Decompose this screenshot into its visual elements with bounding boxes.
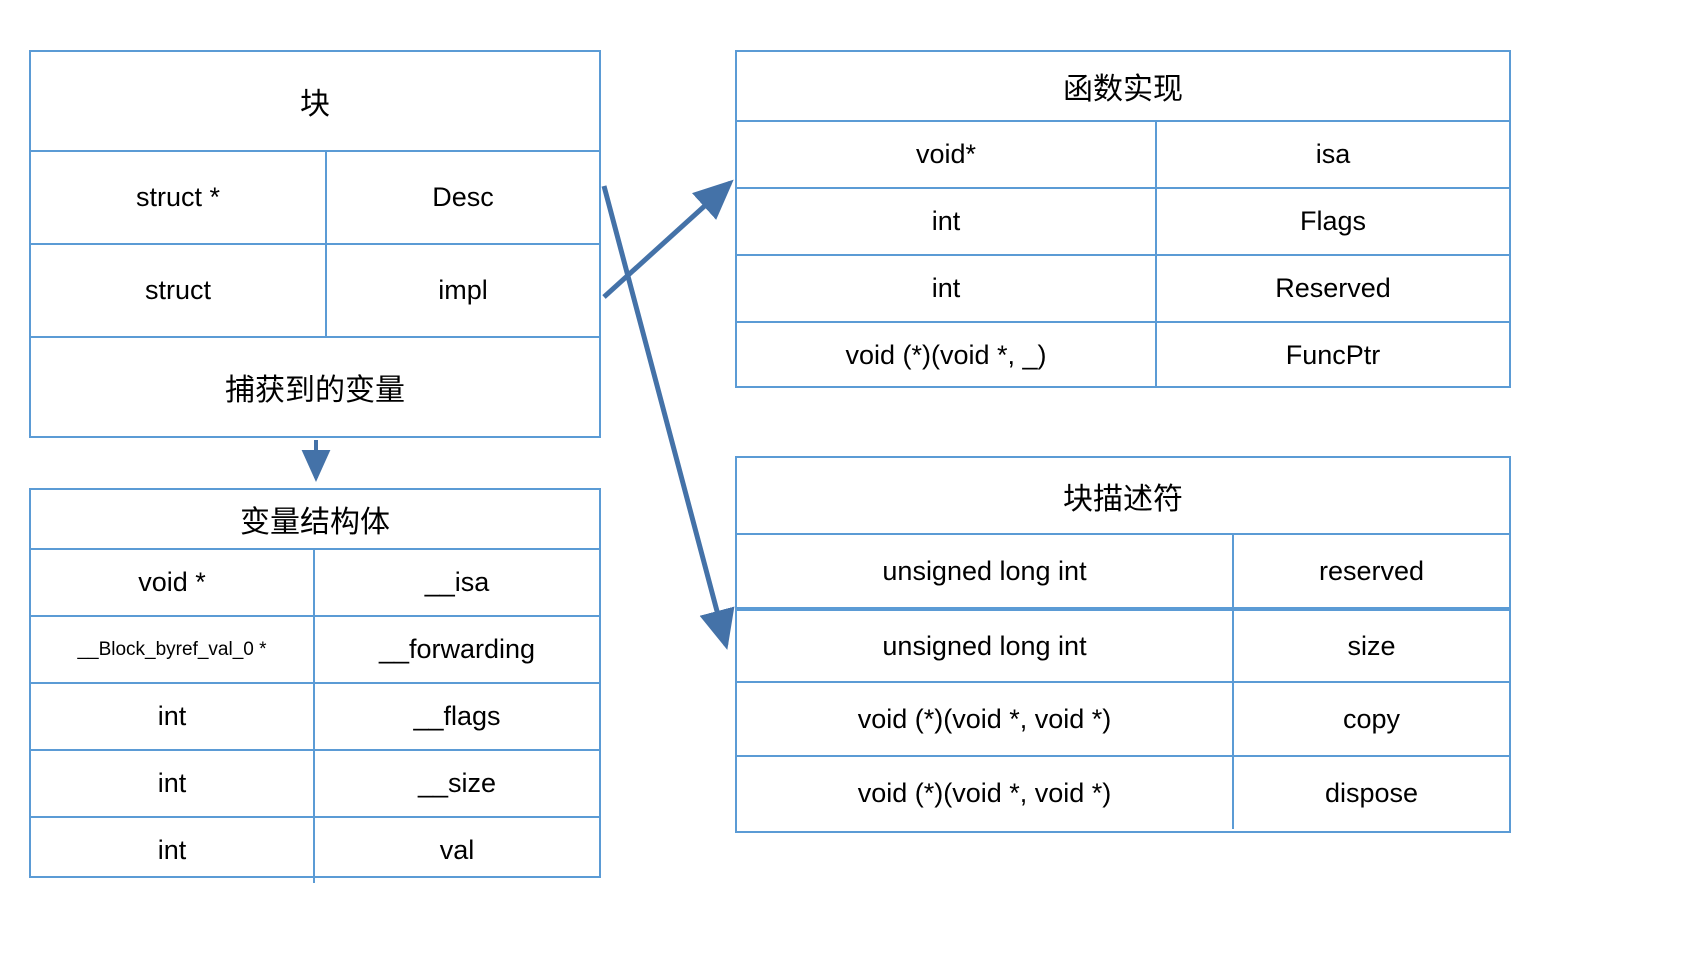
- block-table-title: 块: [300, 88, 330, 121]
- variable-struct-table: 变量结构体 void * __isa __Block_byref_val_0 *…: [29, 488, 601, 883]
- block-captured-variables-label: 捕获到的变量: [225, 374, 405, 407]
- table-row: int __size: [31, 749, 599, 816]
- funcimpl-row-2-type: int: [737, 256, 1157, 321]
- funcimpl-row-3-type: void (*)(void *, _): [737, 323, 1157, 388]
- funcimpl-row-0-type: void*: [737, 122, 1157, 187]
- block-to-blockdesc-arrow: [601, 185, 735, 650]
- varstruct-table-header-row: 变量结构体: [31, 490, 599, 548]
- block-table-header-row: 块: [31, 52, 599, 150]
- varstruct-row-4-type: int: [31, 818, 315, 883]
- table-row: int Flags: [737, 187, 1509, 254]
- table-row: int __flags: [31, 682, 599, 749]
- blockdesc-row-2-type: void (*)(void *, void *): [737, 683, 1234, 755]
- varstruct-row-1-name: __forwarding: [378, 634, 536, 664]
- block-to-funcimpl-arrow: [602, 179, 734, 299]
- blockdesc-row-0-name: reserved: [1318, 555, 1425, 586]
- funcimpl-row-0-name: isa: [1315, 139, 1351, 169]
- funcimpl-row-2-name: Reserved: [1275, 273, 1391, 303]
- table-row: unsigned long int reserved: [737, 533, 1509, 607]
- varstruct-row-0-type: void *: [31, 550, 315, 615]
- varstruct-row-3-name: __size: [417, 768, 497, 798]
- varstruct-row-3-type: int: [31, 751, 315, 816]
- table-row: void* isa: [737, 120, 1509, 187]
- funcimpl-row-1-name: Flags: [1299, 206, 1367, 236]
- table-row: int Reserved: [737, 254, 1509, 321]
- varstruct-row-0-name: __isa: [424, 567, 490, 597]
- table-row: void (*)(void *, _) FuncPtr: [737, 321, 1509, 388]
- blockdesc-table-header-row: 块描述符: [737, 458, 1509, 533]
- funcimpl-table-title: 函数实现: [1063, 73, 1183, 106]
- blockdesc-row-2-name: copy: [1342, 703, 1401, 734]
- block-captured-variables-row: 捕获到的变量: [31, 336, 599, 436]
- table-row: struct impl: [31, 243, 599, 336]
- table-row: void * __isa: [31, 548, 599, 615]
- varstruct-table-title: 变量结构体: [240, 506, 390, 539]
- varstruct-row-4-name: val: [439, 835, 475, 865]
- table-row: struct * Desc: [31, 150, 599, 243]
- blockdesc-row-3-type: void (*)(void *, void *): [737, 757, 1234, 829]
- blockdesc-table-title: 块描述符: [1063, 482, 1183, 516]
- block-row-1-type: struct: [31, 245, 327, 336]
- funcimpl-row-3-name: FuncPtr: [1285, 340, 1381, 370]
- table-row: void (*)(void *, void *) dispose: [737, 755, 1509, 829]
- blockdesc-row-3-name: dispose: [1324, 777, 1419, 808]
- block-descriptor-table: 块描述符 unsigned long int reserved unsigned…: [735, 456, 1511, 833]
- function-impl-table: 函数实现 void* isa int Flags int Reserved vo…: [735, 50, 1511, 388]
- table-row: __Block_byref_val_0 * __forwarding: [31, 615, 599, 682]
- table-row: unsigned long int size: [737, 607, 1509, 681]
- varstruct-row-2-name: __flags: [413, 701, 501, 731]
- table-row: void (*)(void *, void *) copy: [737, 681, 1509, 755]
- block-row-0-name: Desc: [432, 182, 494, 212]
- funcimpl-table-header-row: 函数实现: [737, 52, 1509, 120]
- funcimpl-row-1-type: int: [737, 189, 1157, 254]
- block-row-0-type: struct *: [31, 152, 327, 243]
- block-struct-table: 块 struct * Desc struct impl 捕获到的变量: [29, 50, 601, 438]
- blockdesc-row-1-name: size: [1347, 630, 1396, 661]
- blockdesc-row-1-type: unsigned long int: [737, 611, 1234, 681]
- blockdesc-row-0-type: unsigned long int: [737, 535, 1234, 607]
- table-row: int val: [31, 816, 599, 883]
- varstruct-row-1-type: __Block_byref_val_0 *: [31, 617, 315, 682]
- varstruct-row-2-type: int: [31, 684, 315, 749]
- block-row-1-name: impl: [438, 275, 488, 305]
